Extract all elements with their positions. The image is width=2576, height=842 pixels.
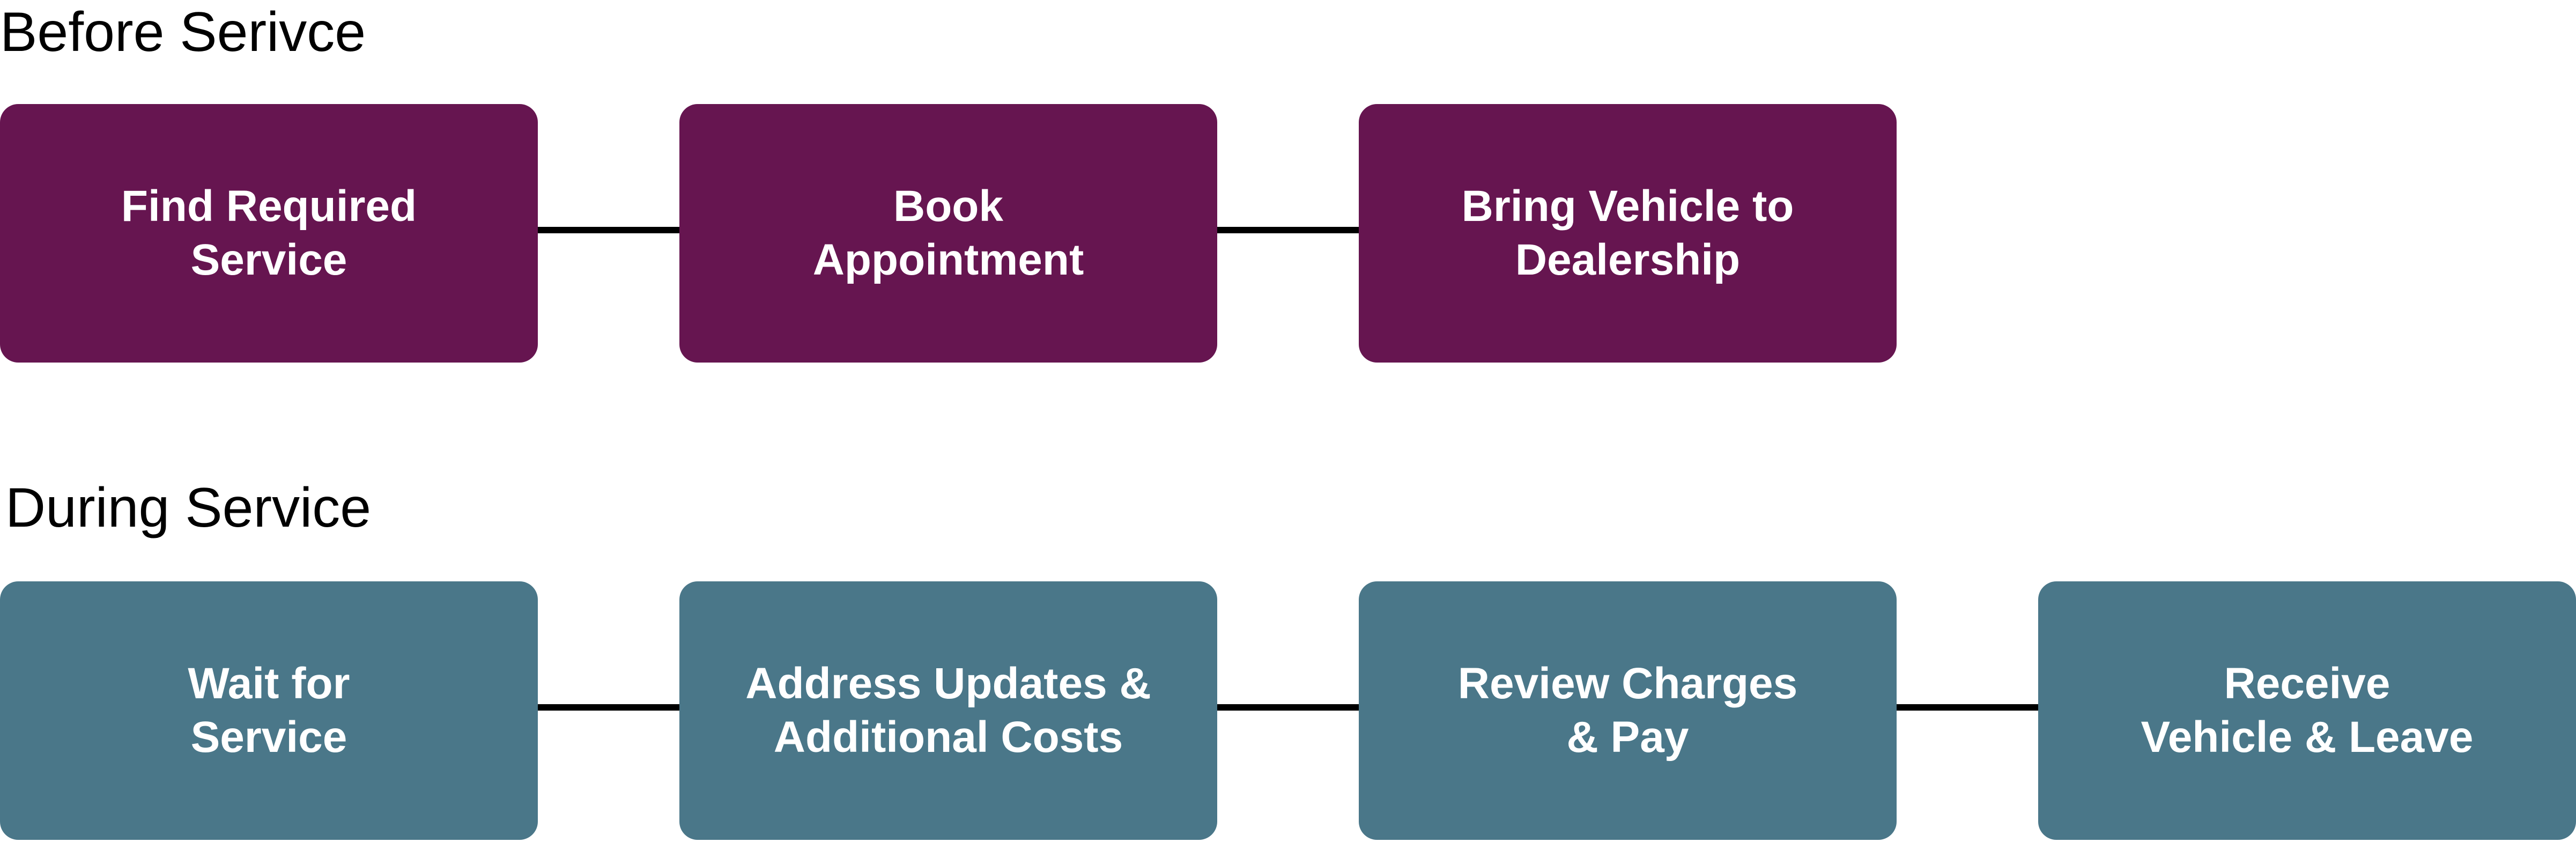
- section-title-before-service: Before Serivce: [0, 1, 366, 63]
- step-receive-vehicle-and-leave: Receive Vehicle & Leave: [2038, 581, 2576, 840]
- before-service-flow: Find Required Service Book Appointment B…: [0, 104, 2576, 363]
- step-book-appointment: Book Appointment: [679, 104, 1217, 363]
- step-wait-for-service: Wait for Service: [0, 581, 538, 840]
- during-service-flow: Wait for Service Address Updates & Addit…: [0, 581, 2576, 840]
- step-bring-vehicle-to-dealership: Bring Vehicle to Dealership: [1359, 104, 1897, 363]
- connector-line: [1897, 704, 2038, 711]
- step-label: Review Charges & Pay: [1457, 659, 1798, 762]
- step-label: Bring Vehicle to Dealership: [1461, 182, 1794, 284]
- connector-line: [1217, 227, 1359, 233]
- step-label: Address Updates & Additional Costs: [745, 659, 1151, 762]
- step-address-updates-additional-costs: Address Updates & Additional Costs: [679, 581, 1217, 840]
- step-review-charges-and-pay: Review Charges & Pay: [1359, 581, 1897, 840]
- connector-line: [538, 227, 679, 233]
- step-label: Find Required Service: [121, 182, 417, 284]
- connector-line: [1217, 704, 1359, 711]
- connector-line: [538, 704, 679, 711]
- section-title-during-service: During Service: [5, 477, 372, 539]
- step-find-required-service: Find Required Service: [0, 104, 538, 363]
- step-label: Receive Vehicle & Leave: [2141, 659, 2474, 762]
- step-label: Wait for Service: [188, 659, 350, 762]
- step-label: Book Appointment: [812, 182, 1084, 284]
